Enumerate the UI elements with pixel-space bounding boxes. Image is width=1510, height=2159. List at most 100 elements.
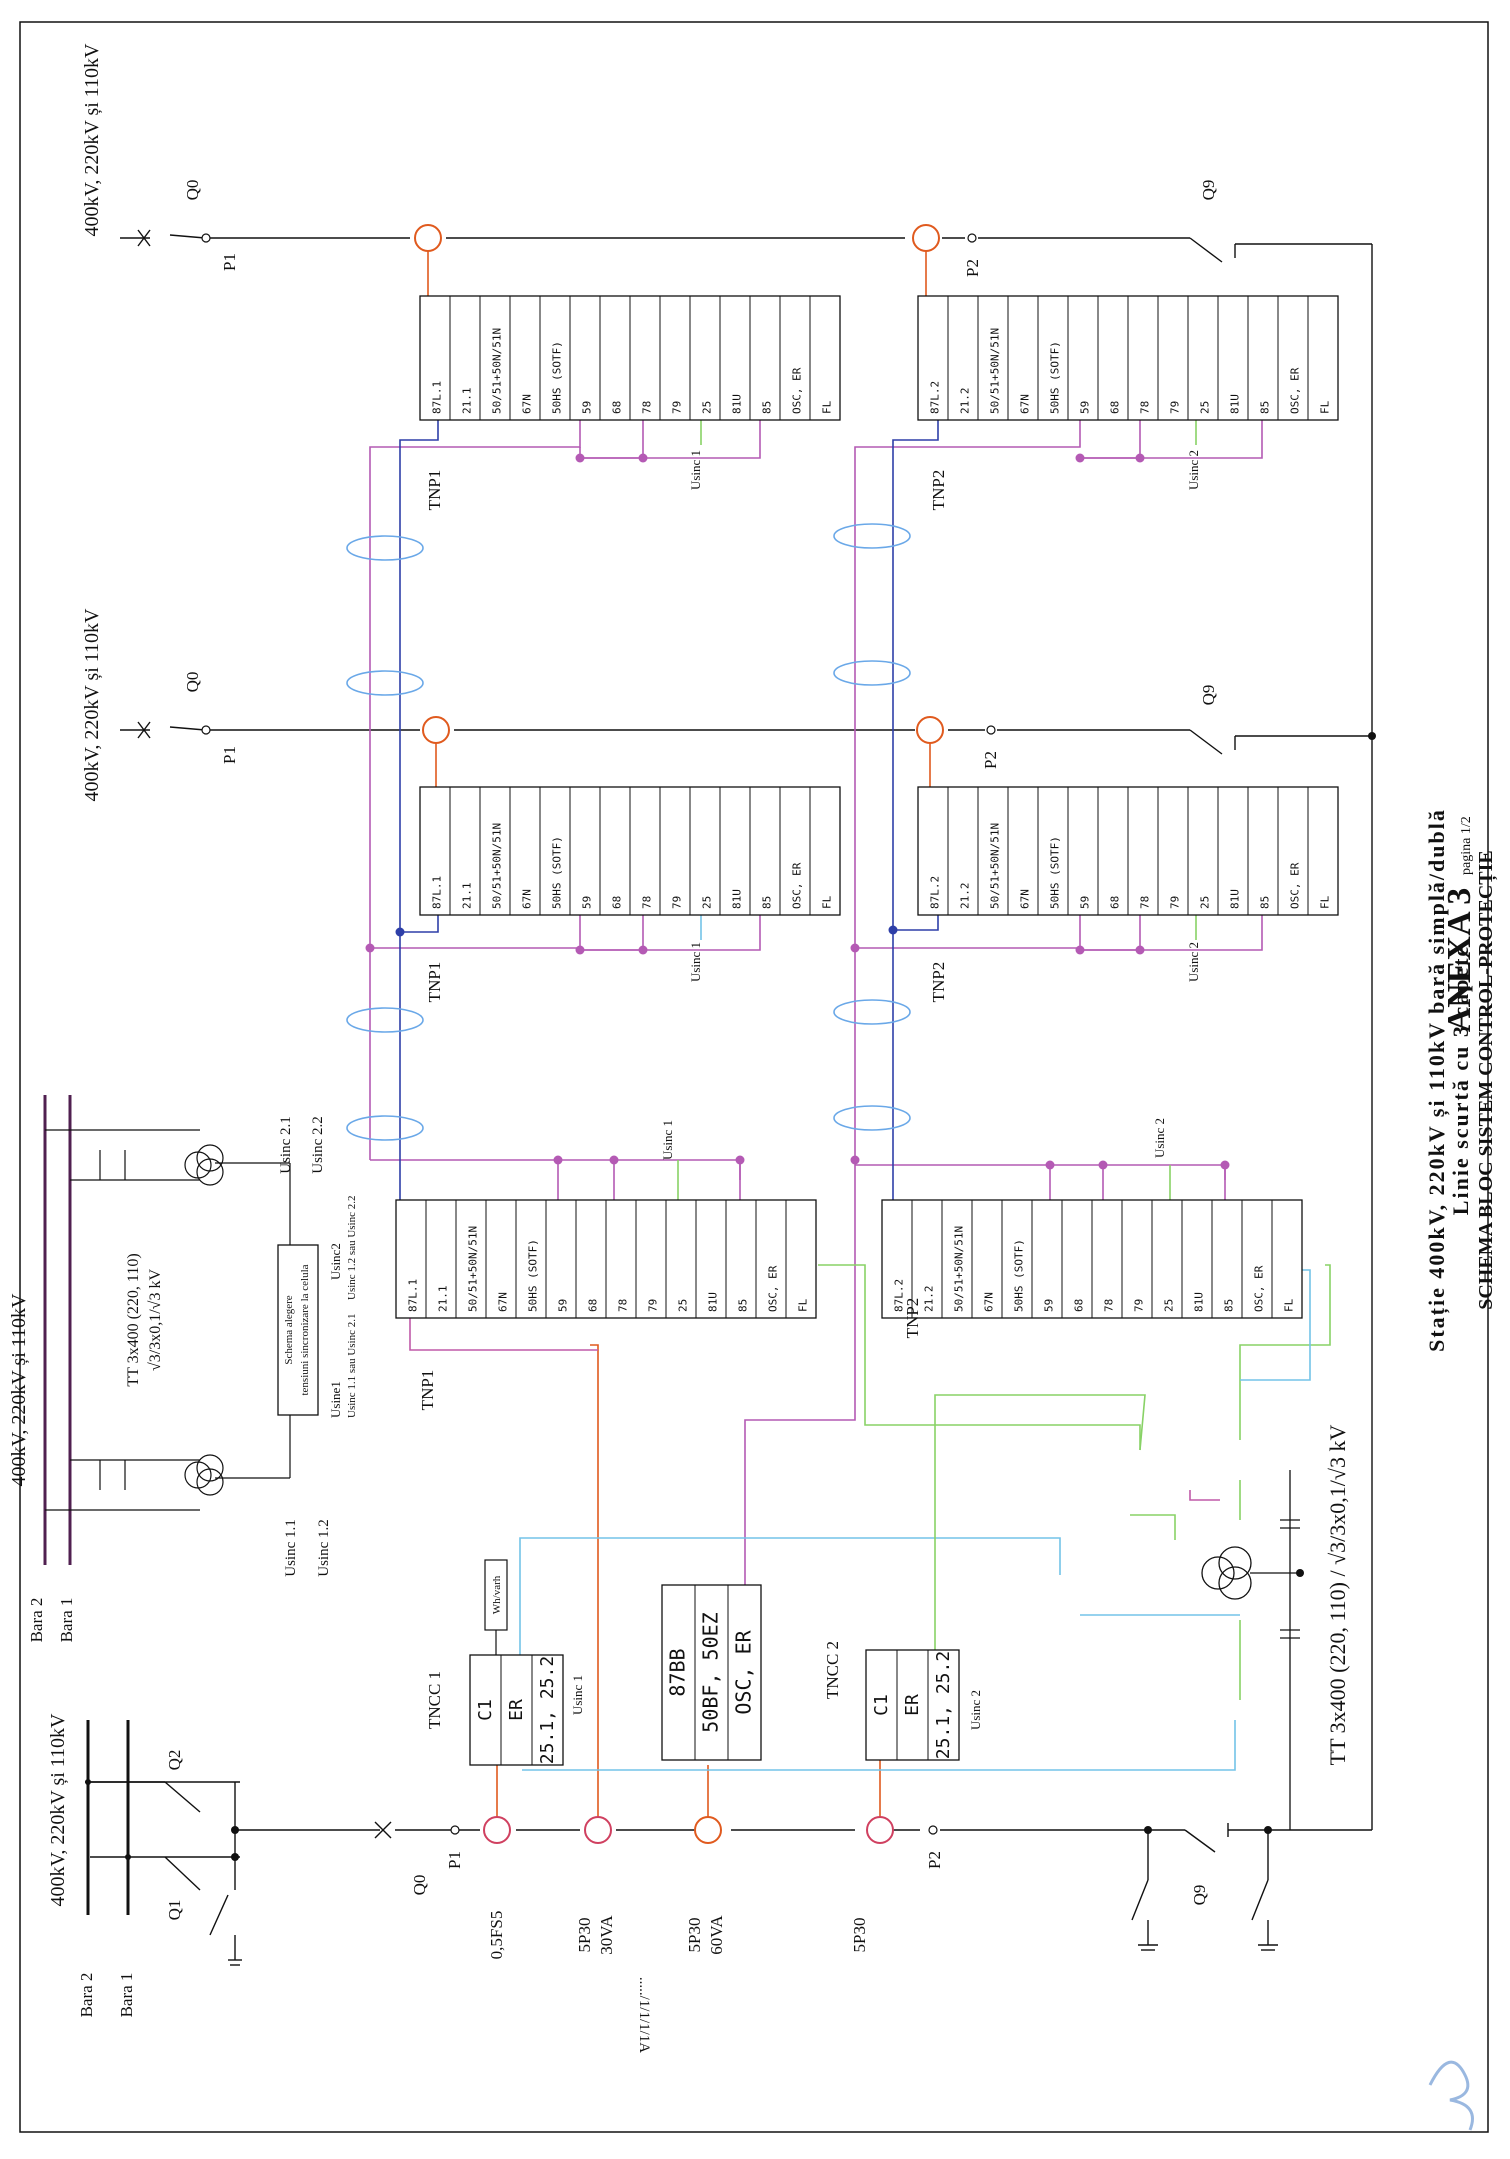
panel-function-label: 85 bbox=[736, 1299, 749, 1312]
ct-class-3: 5P30 bbox=[685, 1918, 704, 1953]
label-usinc2-a: Usinc 2 bbox=[1186, 450, 1201, 490]
panel-function-label: 59 bbox=[580, 896, 593, 909]
panel-function-label: 21.1 bbox=[436, 1286, 449, 1313]
panel-function-label: 50/51+50N/51N bbox=[988, 823, 1001, 909]
panel-function-label: OSC, ER bbox=[790, 862, 803, 909]
voltage-label-mid: 400kV, 220kV și 110kV bbox=[81, 608, 103, 802]
panel-function-label: 78 bbox=[640, 896, 653, 909]
current-transformers bbox=[414, 224, 944, 1844]
panel-function-label: 50HS (SOTF) bbox=[526, 1239, 539, 1312]
panel-function-label: 87L.1 bbox=[430, 381, 443, 414]
panel-function-label: 59 bbox=[580, 401, 593, 414]
panel-function-label: 50HS (SOTF) bbox=[550, 341, 563, 414]
label-usinc1-b: Usinc 1 bbox=[688, 942, 703, 982]
label-p1-mid: P1 bbox=[220, 746, 239, 764]
panel-function-label: 25.1, 25.2 bbox=[537, 1656, 558, 1764]
label-tnp2-mid: TNP2 bbox=[929, 962, 948, 1003]
schema-line2: tensiuni sincronizare la celula bbox=[299, 1264, 311, 1395]
label-usine2-sub: Usinc 1.2 sau Usinc 2.2 bbox=[346, 1196, 358, 1301]
label-p2-bottom: P2 bbox=[925, 1851, 944, 1869]
label-usinc12: Usinc 1.2 bbox=[316, 1519, 332, 1577]
panel-function-label: 85 bbox=[760, 896, 773, 909]
panel-function-label: 25 bbox=[700, 401, 713, 414]
label-usinc1-a: Usinc 1 bbox=[688, 450, 703, 490]
panel-function-label: OSC, ER bbox=[1252, 1265, 1265, 1312]
panel-function-label: 78 bbox=[640, 401, 653, 414]
sheet-border bbox=[19, 21, 1489, 2133]
panel-function-label: OSC, ER bbox=[790, 367, 803, 414]
label-tncc2: TNCC 2 bbox=[823, 1641, 842, 1699]
title-line2: Linie scurtă cu 3 capete bbox=[1448, 945, 1473, 1215]
tt-left-line1: TT 3x400 (220, 110) bbox=[125, 1253, 142, 1386]
panel-function-label: 25 bbox=[1162, 1299, 1175, 1312]
panel-function-label: 87L.2 bbox=[928, 381, 941, 414]
label-usine1-sub: Usinc 1.1 sau Usinc 2.1 bbox=[346, 1314, 358, 1419]
label-tnp2-top: TNP2 bbox=[929, 470, 948, 511]
page-number: pagina 1/2 bbox=[1459, 816, 1474, 875]
label-q9-mid: Q9 bbox=[1199, 685, 1218, 706]
schema-line1: Schema alegere bbox=[283, 1295, 295, 1364]
panel-function-label: 50/51+50N/51N bbox=[466, 1226, 479, 1312]
panel-function-label: 85 bbox=[1222, 1299, 1235, 1312]
panel-function-label: OSC, ER bbox=[766, 1265, 779, 1312]
ct-class-4: 5P30 bbox=[850, 1918, 869, 1953]
panel-function-label: 79 bbox=[670, 401, 683, 414]
panel-function-label: 50HS (SOTF) bbox=[550, 836, 563, 909]
panel-function-label: 79 bbox=[646, 1299, 659, 1312]
panel-function-label: 87L.2 bbox=[892, 1279, 905, 1312]
ct-class-2: 5P30 bbox=[575, 1918, 594, 1953]
panel-function-label: 50HS (SOTF) bbox=[1048, 836, 1061, 909]
panel-function-label: 50HS (SOTF) bbox=[1048, 341, 1061, 414]
panel-function-label: 81U bbox=[706, 1292, 719, 1312]
line2-feeder bbox=[120, 726, 1372, 755]
panel-function-label: 68 bbox=[610, 401, 623, 414]
panel-function-label: 67N bbox=[496, 1292, 509, 1312]
panel-function-label: 21.1 bbox=[460, 883, 473, 910]
panel-function-label: 25 bbox=[1198, 896, 1211, 909]
panel-function-label: 85 bbox=[760, 401, 773, 414]
panel-function-label: 67N bbox=[520, 889, 533, 909]
label-p1-bottom: P1 bbox=[445, 1851, 464, 1869]
ct-class-2b: 30VA bbox=[597, 1915, 616, 1955]
label-p2-mid: P2 bbox=[981, 751, 1000, 769]
panel-function-label: 87L.2 bbox=[928, 876, 941, 909]
panel-function-label: OSC, ER bbox=[1288, 367, 1301, 414]
panel-function-label: C1 bbox=[475, 1699, 496, 1721]
panel-function-label: 87L.1 bbox=[406, 1279, 419, 1312]
label-usinc2-b: Usinc 2 bbox=[1186, 942, 1201, 982]
center-vt bbox=[1201, 1470, 1300, 1830]
panel-function-label: ER bbox=[506, 1699, 527, 1721]
panel-function-label: 21.2 bbox=[922, 1286, 935, 1313]
panel-function-label: 25 bbox=[1198, 401, 1211, 414]
voltage-label-bottom: 400kV, 220kV și 110kV bbox=[47, 1713, 69, 1907]
panel-function-label: 68 bbox=[1108, 401, 1121, 414]
panel-function-label: 79 bbox=[1168, 896, 1181, 909]
label-q1: Q1 bbox=[165, 1900, 184, 1921]
label-usinc2-d: Usinc 2 bbox=[968, 1690, 983, 1730]
label-q9-bottom: Q9 bbox=[1190, 1885, 1209, 1906]
panel-function-label: 25 bbox=[700, 896, 713, 909]
tncc1-panel: C1 ER 25.1, 25.2 bbox=[469, 1654, 564, 1766]
line1-feeder bbox=[120, 234, 1373, 1830]
panel-function-label: 79 bbox=[670, 896, 683, 909]
panel-function-label: 87L.1 bbox=[430, 876, 443, 909]
panel-function-label: 50/51+50N/51N bbox=[988, 328, 1001, 414]
label-usinc2-c: Usinc 2 bbox=[1152, 1118, 1167, 1158]
panel-function-label: 85 bbox=[1258, 896, 1271, 909]
panel-function-label: 21.2 bbox=[958, 883, 971, 910]
label-bara2-top: Bara 2 bbox=[27, 1598, 46, 1643]
energy-meter-label: Wh/varh bbox=[491, 1575, 503, 1614]
label-tnp1-top: TNP1 bbox=[425, 470, 444, 511]
panel-function-label: 67N bbox=[1018, 889, 1031, 909]
title-line3: SCHEMA BLOC SISTEM CONTROL-PROTECȚIE bbox=[1475, 850, 1498, 1310]
panel-function-label: 68 bbox=[1072, 1299, 1085, 1312]
panel-function-label: 81U bbox=[1228, 394, 1241, 414]
panel-function-label: 67N bbox=[982, 1292, 995, 1312]
label-usinc1-c: Usinc 1 bbox=[660, 1120, 675, 1160]
label-q0-mid: Q0 bbox=[183, 672, 202, 693]
tt-left-line2: √3/3x0,1/√3 kV bbox=[147, 1269, 164, 1371]
